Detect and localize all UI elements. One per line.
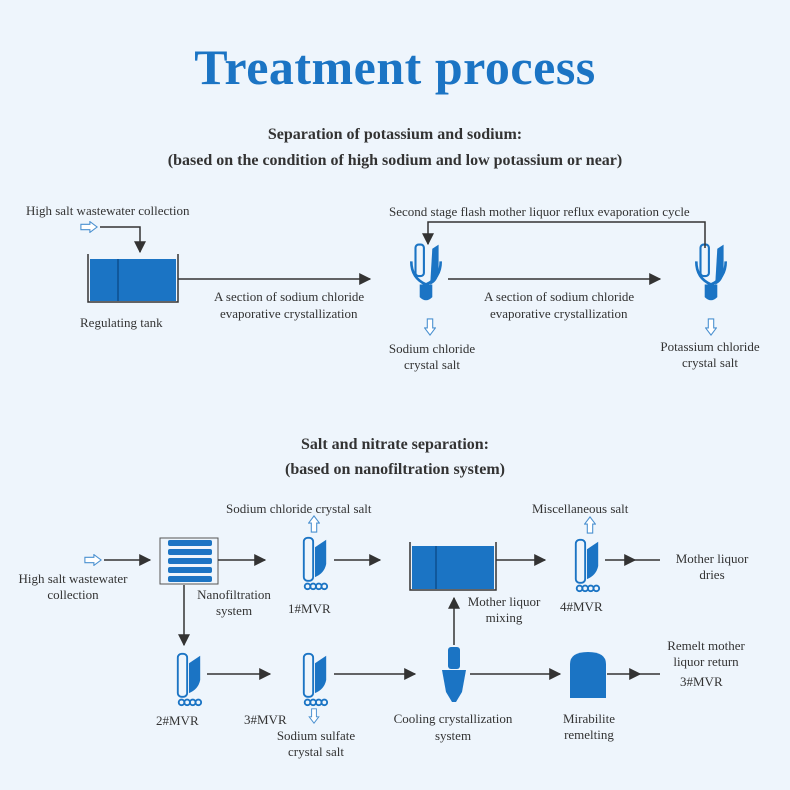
s2-mixing-line2: mixing [485, 610, 523, 625]
s2-mirabilite-line1: Mirabilite [563, 711, 615, 726]
nacl-arrow-icon [308, 515, 320, 533]
regulating-tank-icon [87, 254, 179, 303]
s2-mvr2-label: 2#MVR [156, 713, 199, 728]
s2-na2so4-line2: crystal salt [288, 744, 344, 759]
nanofiltration-icon [159, 537, 219, 585]
s2-input-line2: collection [47, 587, 99, 602]
s2-misc-label: Miscellaneous salt [532, 501, 629, 516]
input2-arrow-icon [84, 554, 102, 566]
s1-out2-line1: Potassium chloride [660, 339, 760, 354]
s2-cooling-line2: system [434, 728, 472, 743]
na2so4-arrow-icon [308, 708, 320, 724]
s2-remelt-line3: 3#MVR [680, 674, 723, 689]
s2-nacl-label: Sodium chloride crystal salt [226, 501, 372, 516]
page-title: Treatment process [194, 39, 596, 95]
cooling-crystallizer-icon [442, 647, 466, 702]
s1-step2-line2: evaporative crystallization [490, 306, 628, 321]
s2-dries-line2: dries [699, 567, 725, 582]
s1-step1-line2: evaporative crystallization [220, 306, 358, 321]
input-arrow-icon [80, 221, 98, 233]
section1-heading-1: Separation of potassium and sodium: [267, 126, 523, 143]
s2-mvr1-label: 1#MVR [288, 601, 331, 616]
mirabilite-tank-icon [570, 652, 606, 698]
mvr4-icon [574, 538, 601, 593]
s2-mixing-line1: Mother liquor [467, 594, 541, 609]
s2-remelt-line1: Remelt mother [667, 638, 745, 653]
s1-tank-label: Regulating tank [80, 315, 163, 330]
s2-mvr4-label: 4#MVR [560, 599, 603, 614]
s2-dries-line1: Mother liquor [675, 551, 749, 566]
s1-reflux-label: Second stage flash mother liquor reflux … [389, 204, 690, 219]
mvr2-icon [176, 652, 203, 707]
s2-remelt-line2: liquor return [673, 654, 739, 669]
mvr3-icon [302, 652, 329, 707]
reflux-line [422, 221, 706, 248]
s1-step2-line1: A section of sodium chloride [484, 289, 635, 304]
input-line [100, 226, 146, 254]
out1-arrow-icon [424, 318, 436, 336]
s2-na2so4-line1: Sodium sulfate [276, 728, 356, 743]
misc-arrow-icon [584, 516, 596, 534]
evaporator-1-icon [409, 243, 443, 302]
s2-cooling-line1: Cooling crystallization [393, 711, 513, 726]
s2-nf-line2: system [215, 603, 253, 618]
mixing-tank-icon [409, 542, 497, 591]
section2-heading-1: Salt and nitrate separation: [301, 436, 489, 453]
section2-heading-2: (based on nanofiltration system) [284, 461, 505, 478]
s1-out1-line2: crystal salt [404, 357, 460, 372]
s1-step1-line1: A section of sodium chloride [214, 289, 365, 304]
s2-mirabilite-line2: remelting [564, 727, 614, 742]
out2-arrow-icon [705, 318, 717, 336]
section1-heading-2: (based on the condition of high sodium a… [167, 152, 623, 169]
mvr1-icon [302, 536, 329, 591]
s1-out2-line2: crystal salt [682, 355, 738, 370]
s1-out1-line1: Sodium chloride [388, 341, 476, 356]
s2-mvr3-label: 3#MVR [244, 712, 287, 727]
evaporator-2-icon [694, 243, 728, 302]
s2-input-line1: High salt wastewater [18, 571, 128, 586]
s2-nf-line1: Nanofiltration [197, 587, 271, 602]
s1-input-label: High salt wastewater collection [26, 203, 190, 218]
